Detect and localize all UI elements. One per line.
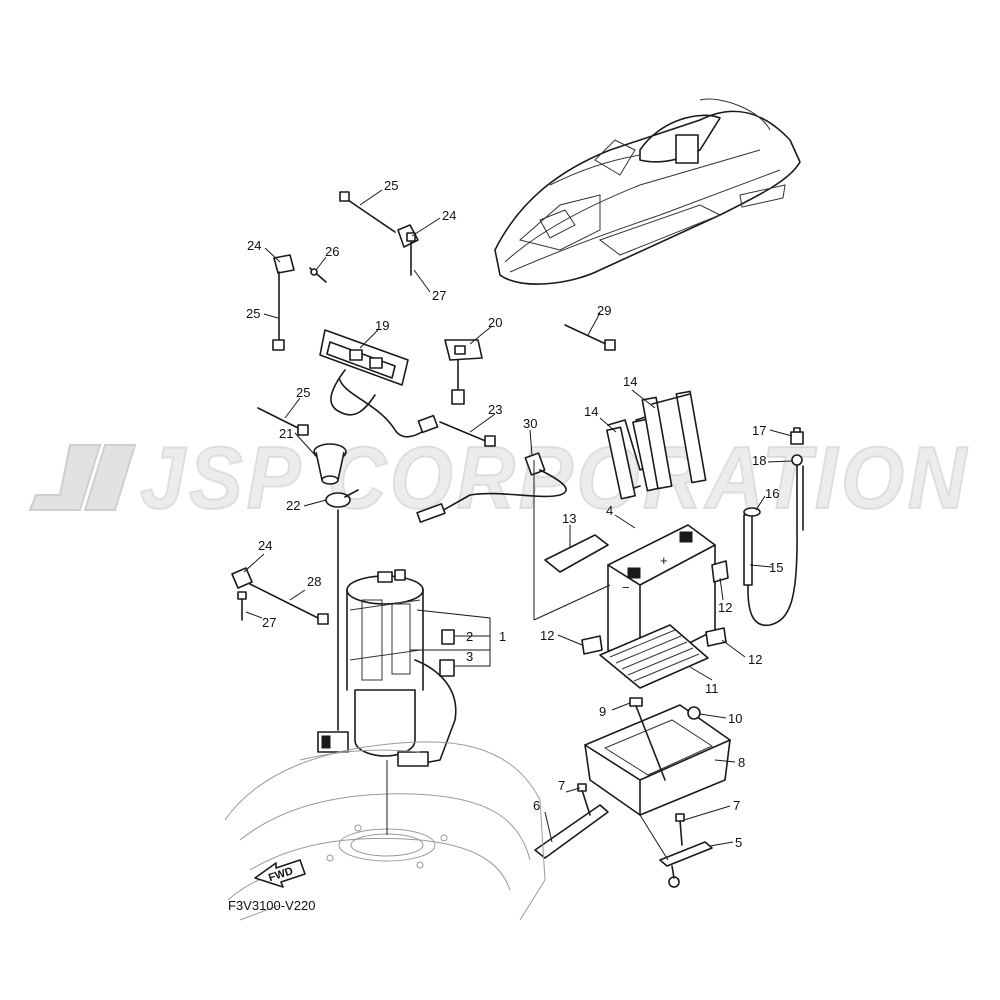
part-16-clip [743,507,761,517]
diagram-code: F3V3100-V220 [228,898,315,913]
part-14-battery-band-rear [641,390,707,490]
part-9-bolt [629,697,666,781]
callout-13: 13 [562,511,576,526]
part-14-battery-band-front [606,414,662,500]
callout-7: 7 [558,778,565,793]
part-2-connector [441,629,455,645]
callouts: 25 24 24 26 27 25 19 20 29 25 23 30 14 1… [246,178,783,850]
part-3-connector [439,659,455,677]
callout-5: 5 [735,835,742,850]
callout-2: 2 [466,629,473,644]
hull-outline [224,741,546,921]
part-12-pad-left [581,635,603,655]
callout-26: 26 [325,244,339,259]
callout-21: 21 [279,426,293,441]
callout-10: 10 [728,711,742,726]
part-26-pin [309,267,327,283]
part-11-battery-mat [599,624,709,689]
callout-24: 24 [258,538,272,553]
part-27-rivet-top [406,232,416,276]
callout-28: 28 [307,574,321,589]
callout-3: 3 [466,649,473,664]
callout-20: 20 [488,315,502,330]
callout-1: 1 [499,629,506,644]
part-10-nut [687,706,701,720]
part-1-fuel-pump-assy [346,569,457,767]
part-7-bolt-left [577,783,591,816]
callout-25: 25 [296,385,310,400]
part-18-joint [791,454,803,466]
callout-30: 30 [523,416,537,431]
part-25-cable-tie-mid [257,407,309,436]
part-28-cable-tie [249,583,329,625]
svg-text:−: − [622,580,630,595]
wire-harness-left [317,509,349,753]
callout-9: 9 [599,704,606,719]
part-23-cable-tie [439,421,496,447]
callout-14: 14 [584,404,598,419]
part-25-cable-tie-left [272,271,285,351]
part-20-switch [444,339,483,405]
part-24-clamp-lower [231,567,253,589]
callout-18: 18 [752,453,766,468]
part-5-bracket [659,841,713,888]
callout-16: 16 [765,486,779,501]
part-29-cable-tie [564,324,616,351]
part-30-sensor-lead [416,452,567,523]
fwd-arrow: FWD [254,859,306,888]
callout-15: 15 [769,560,783,575]
callout-29: 29 [597,303,611,318]
leader-lines [243,189,793,861]
part-24-clamp-left [273,254,295,274]
callout-19: 19 [375,318,389,333]
part-27-rivet-lower [237,591,247,621]
callout-8: 8 [738,755,745,770]
callout-12: 12 [718,600,732,615]
callout-14: 14 [623,374,637,389]
watermark-logo-mark [28,444,137,511]
part-7-bolt-right [675,813,685,846]
part-6-bracket [534,804,609,859]
callout-7: 7 [733,798,740,813]
callout-4: 4 [606,503,613,518]
watercraft-illustration [494,98,801,285]
callout-6: 6 [533,798,540,813]
part-25-cable-tie-top [339,191,396,233]
part-12-pad-front [705,627,727,647]
part-13-plate [544,534,609,573]
svg-text:+: + [660,553,668,568]
callout-24: 24 [442,208,456,223]
part-17-breather-cap [790,427,804,445]
callout-24: 24 [247,238,261,253]
part-12-pad-right [711,560,729,583]
callout-12: 12 [748,652,762,667]
part-19-meter-unit [319,329,439,438]
part-4-battery: + − [607,524,716,669]
callout-17: 17 [752,423,766,438]
callout-12: 12 [540,628,554,643]
callout-11: 11 [705,681,719,696]
callout-27: 27 [262,615,276,630]
callout-25: 25 [246,306,260,321]
callout-23: 23 [488,402,502,417]
part-21-grommet [313,443,347,485]
callout-25: 25 [384,178,398,193]
callout-22: 22 [286,498,300,513]
callout-27: 27 [432,288,446,303]
watermark: JSP CORPORATION [28,427,967,528]
